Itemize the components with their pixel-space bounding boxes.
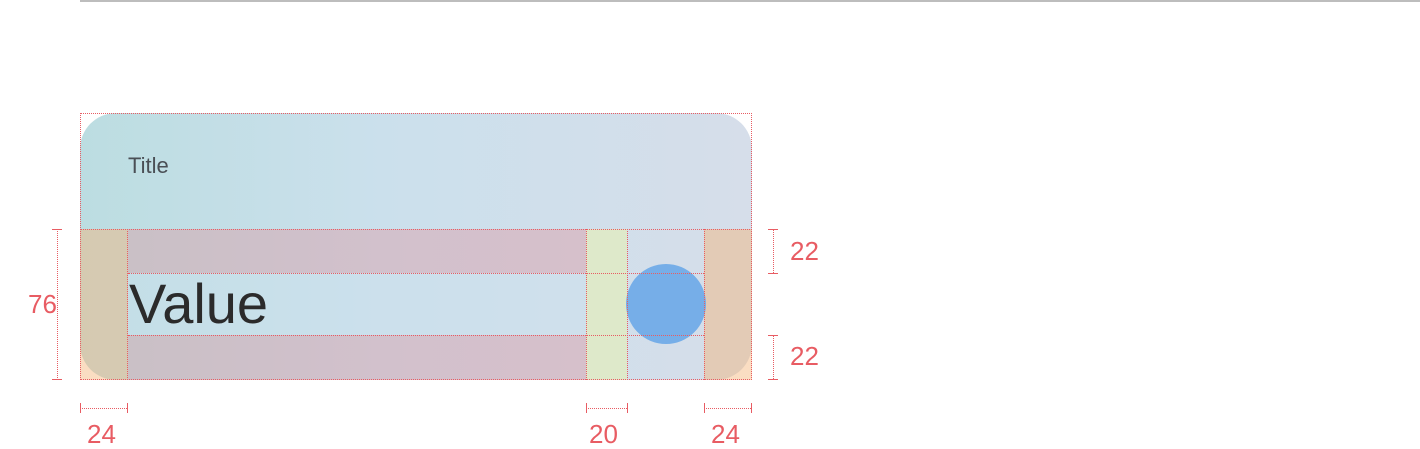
- dimension-tick: [127, 403, 128, 413]
- left-padding-label: 24: [87, 419, 116, 449]
- guide-line: [80, 113, 752, 114]
- right-padding-label: 24: [711, 419, 740, 449]
- dimension-line: [773, 229, 774, 273]
- guide-line: [704, 229, 705, 380]
- dimension-line: [57, 229, 58, 380]
- guide-line: [80, 379, 752, 380]
- top-padding-zone: [128, 229, 586, 273]
- row-height-label: 76: [28, 289, 57, 319]
- card-title: Title: [128, 153, 169, 178]
- dimension-line: [586, 408, 627, 409]
- left-padding-zone: [80, 229, 128, 380]
- value-zone: [128, 273, 586, 335]
- guide-line: [751, 113, 752, 380]
- dimension-line: [80, 408, 127, 409]
- guide-line: [627, 229, 628, 380]
- guide-line: [128, 273, 704, 274]
- bottom-padding-zone: [128, 335, 586, 380]
- top-divider: [80, 0, 1420, 2]
- dimension-tick: [768, 273, 778, 274]
- guide-line: [80, 229, 752, 230]
- icon-gap-zone: [586, 229, 627, 380]
- guide-line: [80, 113, 81, 380]
- right-padding-zone: [704, 229, 752, 380]
- bottom-padding-label: 22: [790, 341, 819, 371]
- guide-line: [586, 229, 587, 380]
- top-padding-label: 22: [790, 236, 819, 266]
- guide-line: [127, 229, 128, 380]
- guide-line: [128, 335, 704, 336]
- dimension-line: [773, 335, 774, 379]
- dimension-line: [704, 408, 751, 409]
- circle-icon: [626, 264, 706, 344]
- icon-gap-label: 20: [589, 419, 618, 449]
- dimension-tick: [751, 403, 752, 413]
- dimension-tick: [768, 379, 778, 380]
- dimension-tick: [627, 403, 628, 413]
- card-value: Value: [129, 272, 269, 335]
